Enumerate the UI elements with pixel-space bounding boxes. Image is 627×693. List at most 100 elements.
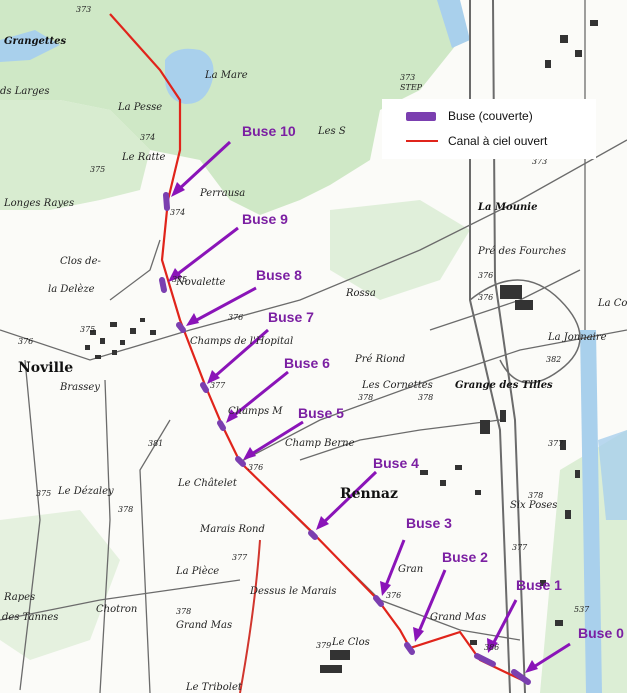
pipe-buse-7	[200, 382, 209, 393]
buse-label: Buse 2	[442, 549, 488, 565]
place-label: ds Larges	[0, 86, 50, 97]
place-label: La Jonnaire	[547, 332, 607, 343]
elevation-label: 376	[248, 463, 263, 472]
place-label: La Co	[597, 298, 627, 309]
arrow-buse-1	[487, 599, 518, 653]
arrow-buse-4	[316, 470, 378, 530]
elevation-label: 373	[400, 73, 415, 82]
elevation-label: 378	[528, 491, 543, 500]
elevation-label: 377	[548, 439, 564, 448]
legend-canal-label: Canal à ciel ouvert	[448, 134, 548, 148]
buse-label: Buse 6	[284, 355, 330, 371]
buse-label: Buse 1	[516, 577, 562, 593]
elevation-label: 374	[170, 208, 185, 217]
buse-label: Buse 8	[256, 267, 302, 283]
elevation-label: 376	[478, 293, 493, 302]
elevation-labels: 373 373 373 374 375 374 375 376 375 376 …	[18, 5, 590, 652]
elevation-label: 386	[484, 643, 499, 652]
elevation-label: 375	[90, 165, 105, 174]
arrow-buse-7	[207, 328, 269, 384]
buse-label: Buse 5	[298, 405, 344, 421]
place-label: Pré Riond	[354, 354, 405, 365]
elevation-label: 376	[228, 313, 243, 322]
canal-swatch-icon	[406, 140, 438, 142]
callout-arrows	[168, 140, 571, 673]
elevation-label: 375	[80, 325, 95, 334]
pipe-segments	[159, 192, 531, 685]
place-label: Brassey	[59, 382, 100, 393]
place-label: Rapes	[3, 592, 35, 603]
buildings	[85, 20, 598, 673]
elevation-label: 382	[546, 355, 561, 364]
arrow-buse-2	[413, 569, 447, 642]
buse-labels: Buse 10 Buse 9 Buse 8 Buse 7 Buse 6 Buse…	[242, 123, 624, 641]
elevation-label: 377	[512, 543, 528, 552]
place-label: Les S	[317, 126, 346, 137]
elevation-label: 375	[172, 275, 187, 284]
arrow-buse-8	[186, 286, 257, 326]
elevation-label: 374	[140, 133, 155, 142]
place-label: Dessus le Marais	[249, 586, 337, 597]
place-label-rennaz: Rennaz	[340, 486, 398, 502]
elevation-label: 373	[76, 5, 91, 14]
legend-row-pipe: Buse (couverte)	[382, 106, 533, 126]
buse-label: Buse 4	[373, 455, 419, 471]
elevation-label: 375	[36, 489, 51, 498]
pipe-buse-3	[373, 595, 384, 607]
arrow-buse-10	[171, 140, 232, 197]
place-label: la Delèze	[48, 284, 95, 295]
arrow-buse-9	[168, 226, 239, 282]
elevation-label: 378	[418, 393, 433, 402]
place-label: Le Clos	[331, 637, 370, 648]
place-label: des Tannes	[2, 612, 58, 623]
place-names: Grangettes ds Larges La Pesse La Mare Le…	[0, 36, 627, 693]
place-label: Marais Rond	[199, 524, 265, 535]
place-label: Longes Rayes	[3, 198, 74, 209]
place-label: Les Cornettes	[361, 380, 433, 391]
place-label: Chotron	[96, 604, 137, 615]
place-label: Grand Mas	[176, 620, 232, 631]
buse-label: Buse 7	[268, 309, 314, 325]
place-label: Perrausa	[199, 188, 245, 199]
place-label: Rossa	[345, 288, 376, 299]
elevation-label: 379	[316, 641, 331, 650]
canal-line	[109, 13, 523, 681]
elevation-label: 373	[532, 157, 547, 166]
legend-row-canal: Canal à ciel ouvert	[382, 131, 547, 151]
elevation-label: 376	[18, 337, 33, 346]
pipe-buse-10	[163, 192, 170, 211]
place-label: Pré des Fourches	[477, 246, 566, 257]
elevation-label: 378	[358, 393, 373, 402]
elevation-label: 377	[232, 553, 248, 562]
legend-pipe-label: Buse (couverte)	[448, 109, 533, 123]
place-label: Champs de l'Hopital	[190, 336, 293, 347]
pipe-buse-2	[404, 642, 415, 655]
buse-label: Buse 9	[242, 211, 288, 227]
place-label: Grangettes	[4, 36, 67, 47]
buse-label: Buse 0	[578, 625, 624, 641]
buse-label: Buse 10	[242, 123, 296, 139]
place-label: La Mounie	[477, 202, 537, 213]
buse-label: Buse 3	[406, 515, 452, 531]
pipe-buse-4	[308, 530, 318, 540]
place-label: La Pesse	[117, 102, 162, 113]
elevation-label: 377	[210, 381, 226, 390]
pipe-buse-0	[511, 669, 531, 685]
arrow-buse-6	[226, 370, 289, 423]
pipe-swatch-icon	[406, 111, 436, 121]
pipe-buse-1	[474, 653, 496, 667]
main-road	[239, 539, 261, 693]
elevation-label: 376	[478, 271, 493, 280]
place-label: Le Tribolet	[185, 682, 243, 693]
place-label: Le Ratte	[121, 152, 165, 163]
pipe-buse-8	[176, 322, 186, 333]
place-label: Six Poses	[510, 500, 557, 511]
map-legend: Buse (couverte) Canal à ciel ouvert	[382, 99, 596, 159]
place-label: Grand Mas	[430, 612, 486, 623]
place-label-noville: Noville	[18, 360, 73, 376]
arrow-buse-0	[525, 642, 571, 673]
pipe-buse-5	[235, 456, 246, 467]
arrow-buse-3	[380, 539, 406, 596]
elevation-label: 537	[574, 605, 590, 614]
